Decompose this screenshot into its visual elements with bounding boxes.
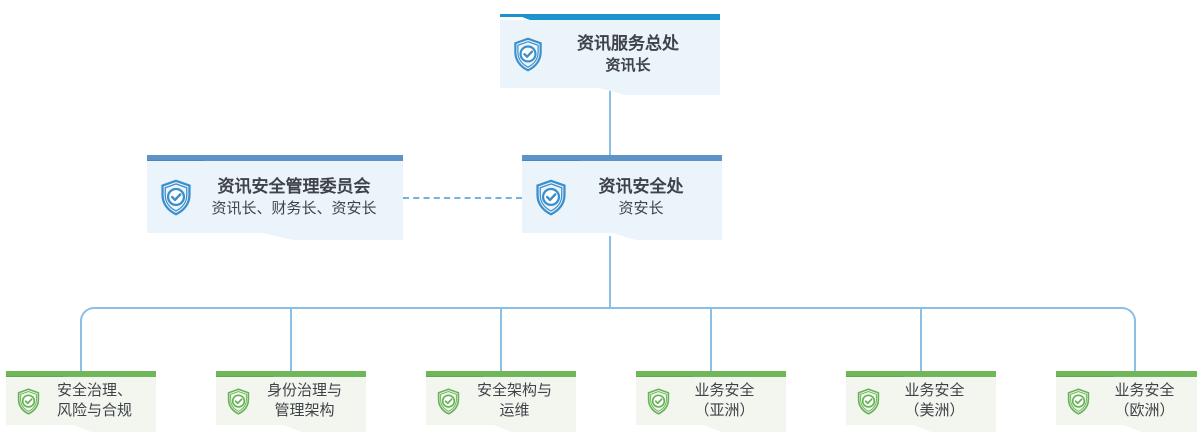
connector-drop-5: [920, 308, 922, 371]
node-top-bar: [426, 371, 576, 377]
dept-label-line1: 安全架构与: [476, 382, 552, 399]
node-top-bar: [216, 371, 366, 377]
root-subtitle: 资讯长: [605, 57, 651, 74]
connector-committee-dashed: [403, 197, 522, 199]
dept-label-line1: 身份治理与: [266, 382, 342, 399]
shield-check-icon: [436, 387, 461, 415]
committee-subtitle: 资讯长、财务长、资安长: [211, 200, 377, 217]
dept-label-line1: 业务安全: [694, 382, 755, 399]
dept-label-line1: 业务安全: [1114, 382, 1175, 399]
office-subtitle: 资安长: [618, 200, 664, 217]
connector-tree: [80, 307, 1136, 373]
connector-drop-3: [500, 308, 502, 371]
dept-label-line2: （美洲）: [904, 402, 965, 419]
node-top-bar: [522, 155, 722, 161]
connector-office-to-tree: [609, 236, 611, 308]
node-top-bar: [636, 371, 786, 377]
dept-label-line2: 风险与合规: [56, 402, 132, 419]
node-top-bar: [846, 371, 996, 377]
shield-check-icon: [1066, 387, 1091, 415]
dept-label-line2: 管理架构: [274, 402, 335, 419]
shield-check-icon: [534, 179, 568, 216]
shield-check-icon: [646, 387, 671, 415]
shield-check-icon: [226, 387, 251, 415]
connector-root-to-office: [609, 86, 611, 158]
committee-title: 资讯安全管理委员会: [217, 177, 371, 196]
connector-drop-4: [710, 308, 712, 371]
node-top-bar: [147, 155, 403, 161]
connector-drop-2: [290, 308, 292, 371]
dept-label-line2: （欧洲）: [1114, 402, 1175, 419]
dept-label-line2: 运维: [499, 402, 530, 419]
dept-label-line1: 业务安全: [904, 382, 965, 399]
dept-label-line2: （亚洲）: [694, 402, 755, 419]
root-title: 资讯服务总处: [577, 34, 679, 53]
shield-check-icon: [16, 387, 41, 415]
node-top-bar: [500, 14, 720, 20]
shield-check-icon: [159, 179, 193, 216]
dept-label-line1: 安全治理、: [56, 382, 132, 399]
node-top-bar: [1056, 371, 1197, 377]
shield-check-icon: [856, 387, 881, 415]
office-title: 资讯安全处: [598, 177, 684, 196]
shield-check-icon: [512, 37, 544, 72]
node-top-bar: [6, 371, 156, 377]
